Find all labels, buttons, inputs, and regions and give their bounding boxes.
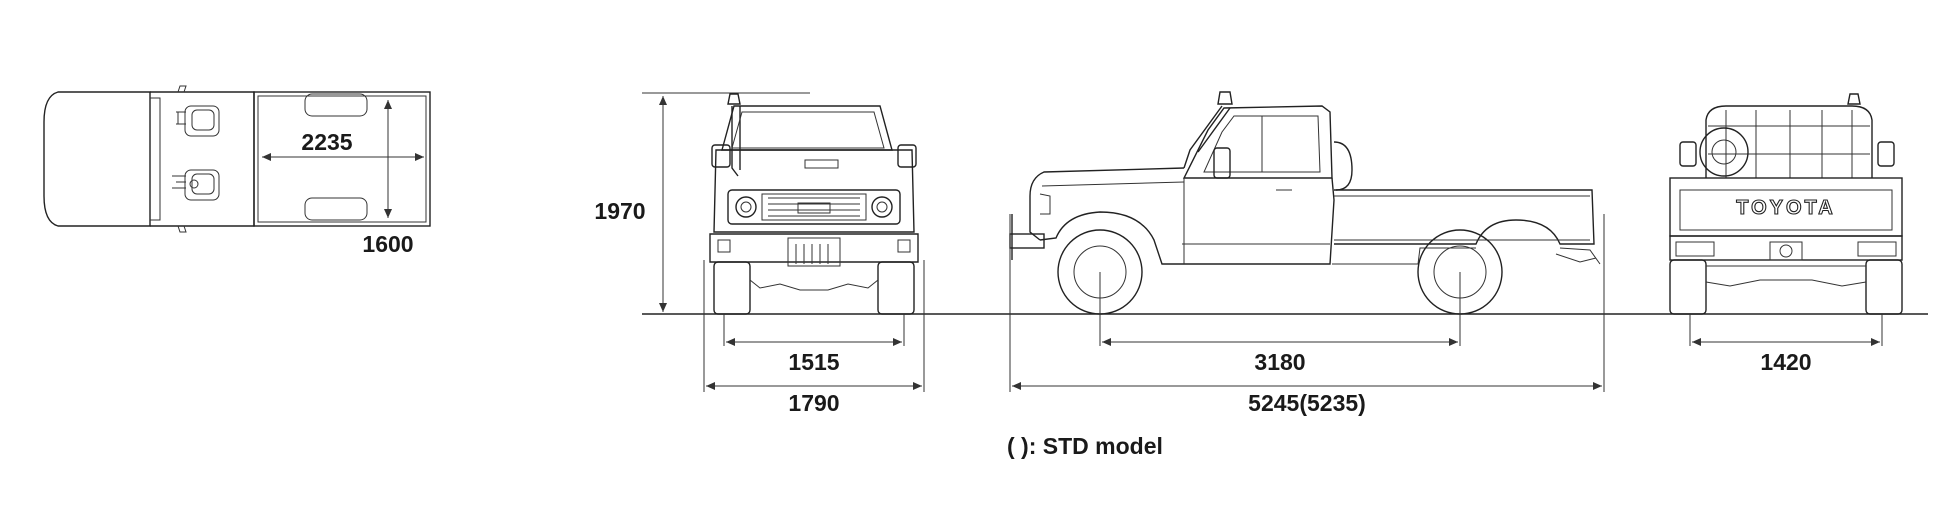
rear-view: TOYOTA 1420 [1669,93,1903,375]
overall-width-label: 1790 [788,390,839,416]
cargo-length-label: 2235 [301,129,352,155]
rear-tread-label: 1420 [1760,349,1811,375]
seat-icon [172,169,220,201]
front-view: 1970 1515 [594,92,925,416]
wheelbase-label: 3180 [1254,349,1305,375]
front-tread-label: 1515 [788,349,839,375]
side-view: 3180 5245(5235) [1009,91,1605,416]
tailgate-brand-text: TOYOTA [1736,197,1835,219]
overall-height-label: 1970 [594,198,645,224]
overall-length-label: 5245(5235) [1248,390,1366,416]
cargo-width-label: 1600 [362,231,413,257]
top-view: 2235 1600 [43,85,431,257]
std-model-note: ( ): STD model [1007,433,1163,459]
seat-icon [176,105,220,137]
